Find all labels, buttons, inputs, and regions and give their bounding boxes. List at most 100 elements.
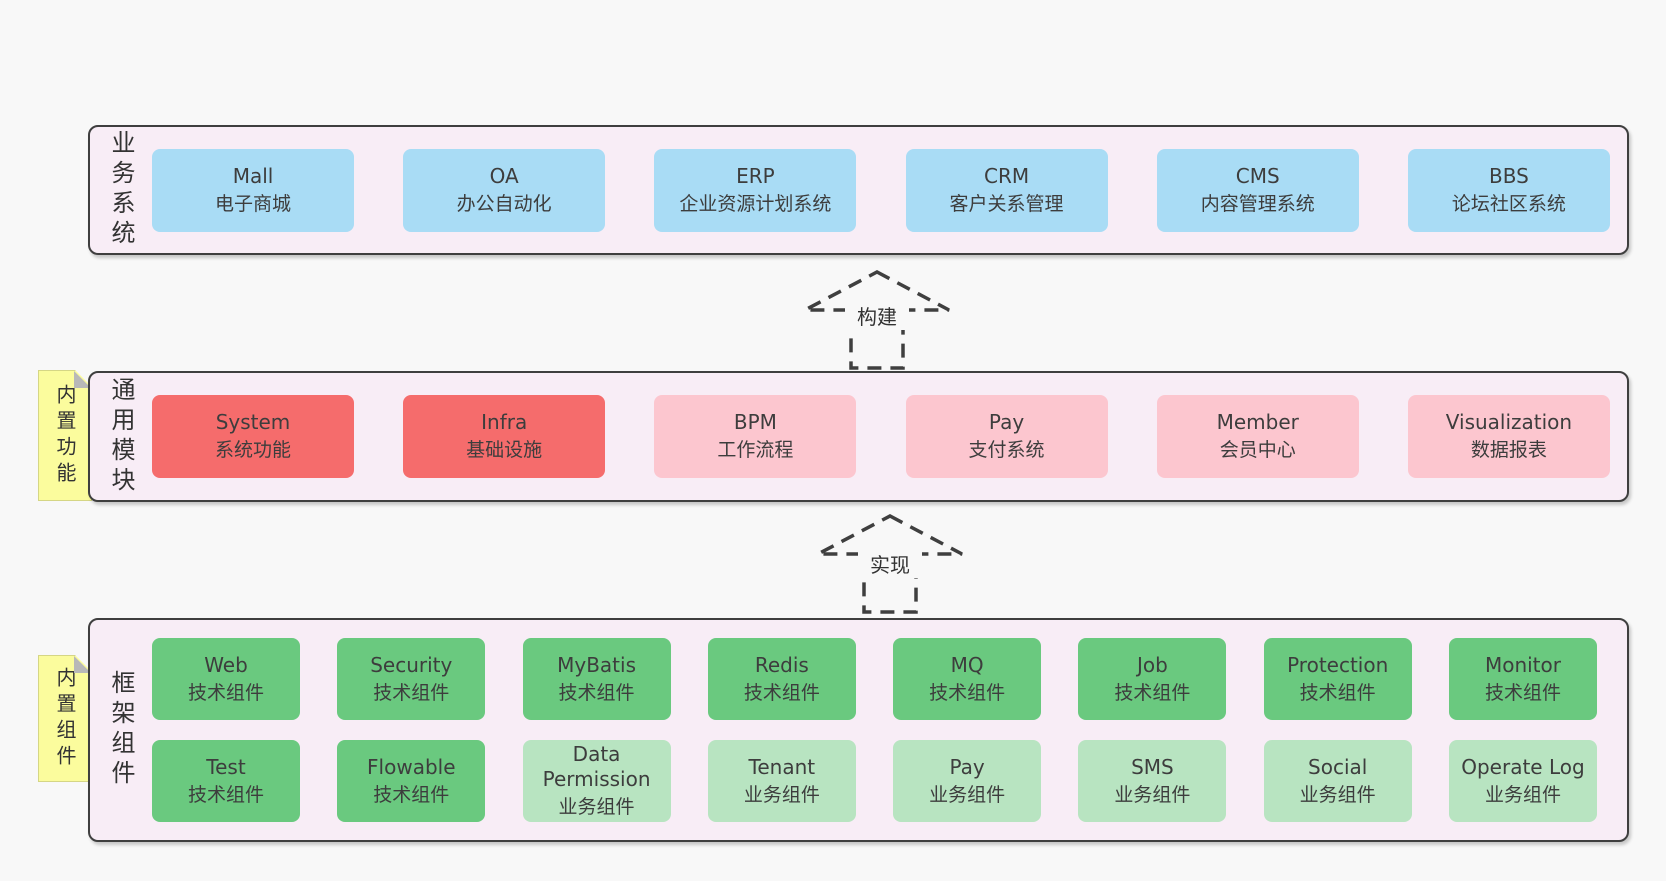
sticky-note-builtin-components: 内置组件 [38, 655, 92, 782]
layer-label-text: 通用模块 [107, 376, 135, 497]
box-member: Member 会员中心 [1156, 395, 1359, 478]
sticky-note-label: 内置功能 [53, 383, 77, 488]
box-redis: Redis 技术组件 [707, 638, 856, 720]
box-system: System 系统功能 [152, 395, 354, 478]
box-subtitle: 业务组件 [929, 783, 1006, 806]
box-subtitle: 技术组件 [1114, 681, 1191, 704]
box-pay: Pay 支付系统 [905, 395, 1108, 478]
box-title: Flowable [367, 754, 456, 779]
layer-common-modules: 通用模块 System 系统功能 Infra 基础设施 BPM 工作流程 Pay 支付系统 Me… [88, 371, 1629, 502]
box-title: Operate Log [1461, 754, 1585, 779]
box-subtitle: 支付系统 [968, 439, 1045, 462]
box-title: Security [370, 652, 453, 677]
box-cms: CMS 内容管理系统 [1156, 148, 1359, 232]
box-mall: Mall 电子商城 [152, 148, 354, 232]
box-subtitle: 业务组件 [1114, 783, 1191, 806]
box-title: Test [206, 754, 246, 779]
box-visualization: Visualization 数据报表 [1407, 395, 1610, 478]
box-title: Monitor [1484, 652, 1561, 677]
box-subtitle: 工作流程 [717, 439, 794, 462]
box-title: Protection [1287, 652, 1389, 677]
box-data-permission: Data Permission 业务组件 [522, 740, 671, 822]
box-title: Tenant [748, 754, 816, 779]
box-subtitle: 技术组件 [929, 681, 1006, 704]
box-oa: OA 办公自动化 [403, 148, 606, 232]
box-title: MQ [950, 652, 984, 677]
box-subtitle: 办公自动化 [456, 192, 552, 215]
box-title: ERP [736, 163, 775, 188]
box-security: Security 技术组件 [337, 638, 486, 720]
box-subtitle: 系统功能 [214, 439, 291, 462]
box-monitor: Monitor 技术组件 [1448, 638, 1597, 720]
box-subtitle: 技术组件 [743, 681, 820, 704]
box-title: Visualization [1445, 410, 1573, 435]
box-subtitle: 电子商城 [214, 192, 291, 215]
box-bpm: BPM 工作流程 [654, 395, 857, 478]
layer-label-business: 业务系统 [90, 130, 152, 250]
box-title: Pay [949, 754, 985, 779]
box-title: Pay [988, 410, 1025, 435]
box-subtitle: 业务组件 [1299, 783, 1376, 806]
box-title: Member [1216, 410, 1299, 435]
sticky-note-builtin-features: 内置功能 [38, 370, 92, 501]
box-title: Job [1136, 652, 1168, 677]
box-job: Job 技术组件 [1078, 638, 1227, 720]
box-title: Data Permission [542, 742, 651, 792]
box-subtitle: 技术组件 [187, 783, 264, 806]
box-subtitle: 业务组件 [1484, 783, 1561, 806]
box-title: OA [489, 163, 519, 188]
box-subtitle: 技术组件 [558, 681, 635, 704]
box-subtitle: 客户关系管理 [949, 192, 1064, 215]
module-boxes-row: System 系统功能 Infra 基础设施 BPM 工作流程 Pay 支付系统 Member 会… [152, 395, 1627, 478]
box-subtitle: 技术组件 [1299, 681, 1376, 704]
sticky-note-label: 内置组件 [53, 666, 77, 771]
box-subtitle: 会员中心 [1219, 439, 1296, 462]
box-crm: CRM 客户关系管理 [905, 148, 1108, 232]
box-subtitle: 基础设施 [466, 439, 543, 462]
box-title: CMS [1235, 163, 1280, 188]
implement-arrow-label: 实现 [858, 548, 922, 578]
box-subtitle: 业务组件 [558, 796, 635, 819]
box-subtitle: 数据报表 [1470, 439, 1547, 462]
box-erp: ERP 企业资源计划系统 [654, 148, 857, 232]
box-title: Infra [481, 410, 528, 435]
box-protection: Protection 技术组件 [1263, 638, 1412, 720]
box-flowable: Flowable 技术组件 [337, 740, 486, 822]
layer-label-text: 业务系统 [107, 130, 135, 250]
box-tenant: Tenant 业务组件 [707, 740, 856, 822]
box-operate-log: Operate Log 业务组件 [1448, 740, 1597, 822]
box-title: BPM [733, 410, 777, 435]
box-bbs: BBS 论坛社区系统 [1407, 148, 1610, 232]
business-boxes-row: Mall 电子商城 OA 办公自动化 ERP 企业资源计划系统 CRM 客户关系管理 CMS 内容… [152, 148, 1627, 232]
box-title: Social [1308, 754, 1368, 779]
box-subtitle: 技术组件 [187, 681, 264, 704]
box-infra: Infra 基础设施 [403, 395, 606, 478]
box-title: BBS [1489, 163, 1529, 188]
box-subtitle: 业务组件 [743, 783, 820, 806]
layer-label-text: 框架组件 [107, 670, 135, 790]
box-mq: MQ 技术组件 [893, 638, 1042, 720]
box-subtitle: 技术组件 [373, 681, 450, 704]
layer-label-components: 框架组件 [90, 670, 152, 790]
box-title: Mall [232, 163, 274, 188]
build-arrow-label: 构建 [845, 300, 909, 330]
box-subtitle: 论坛社区系统 [1451, 192, 1566, 215]
box-subtitle: 企业资源计划系统 [679, 192, 832, 215]
layer-label-modules: 通用模块 [90, 377, 152, 497]
box-title: Redis [754, 652, 809, 677]
box-subtitle: 技术组件 [1484, 681, 1561, 704]
box-title: SMS [1131, 754, 1174, 779]
box-title: CRM [984, 163, 1030, 188]
box-social: Social 业务组件 [1263, 740, 1412, 822]
box-pay: Pay 业务组件 [893, 740, 1042, 822]
box-title: System [215, 410, 291, 435]
box-subtitle: 内容管理系统 [1200, 192, 1315, 215]
box-subtitle: 技术组件 [373, 783, 450, 806]
